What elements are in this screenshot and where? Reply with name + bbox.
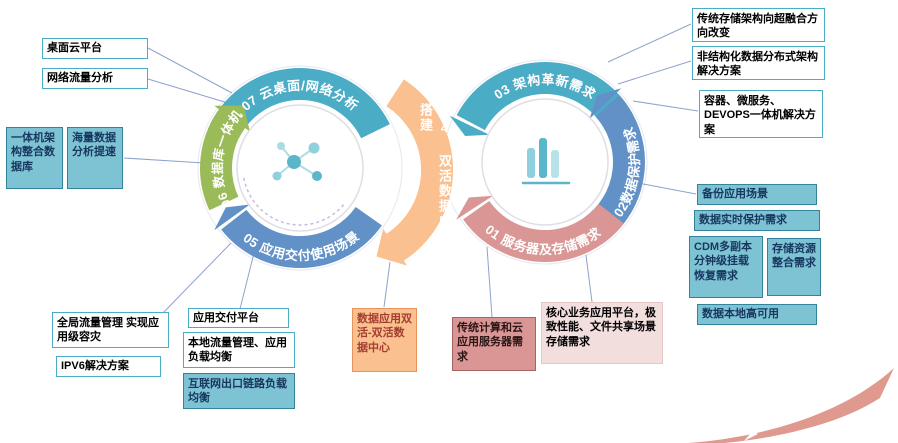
callout-storage-hci: 传统存储架构向超融合方向改变: [692, 8, 825, 42]
connector-line: [147, 78, 229, 104]
callout-desktop-cloud: 桌面云平台: [42, 38, 148, 59]
segment-04-arrow-icon: [376, 228, 408, 266]
segment-04-label: 04 双活数据中心搭建: [418, 103, 452, 244]
callout-storage-consolidation: 存储资源整合需求: [767, 238, 821, 296]
connector-line: [632, 100, 699, 112]
molecule-icon: [272, 142, 322, 181]
left-hub-circle: [236, 104, 364, 232]
connector-line: [239, 252, 255, 310]
left-ring: [200, 68, 453, 268]
connector-line: [617, 60, 692, 85]
callout-link-lb: 互联网出口链路负载均衡: [183, 373, 295, 409]
callout-realtime-protect: 数据实时保护需求: [694, 210, 820, 231]
callout-backup: 备份应用场景: [697, 184, 817, 205]
callout-ipv6: IPV6解决方案: [56, 356, 161, 377]
left-ring-guide-circle: [197, 65, 403, 271]
segment-01-arc: [463, 200, 624, 262]
callout-gtm: 全局流量管理 实现应用级容灾: [52, 312, 169, 348]
connector-line: [585, 254, 593, 303]
callout-core-business: 核心业务应用平台，极致性能、文件共享场景存储需求: [541, 302, 663, 364]
callout-cdm: CDM多副本分钟级挂载恢复需求: [689, 236, 763, 298]
segment-05-arc: [221, 206, 382, 268]
swoosh-chevron-icon: [744, 427, 758, 441]
segment-02-arrow-icon: [589, 88, 622, 119]
segment-05-arrow-icon: [214, 204, 250, 231]
callout-massive-data: 海量数据分析提速: [67, 127, 123, 189]
segment-01-arrow-icon: [456, 195, 493, 220]
segment-03-arrow-icon: [449, 115, 490, 136]
bar-chart-icon: [521, 138, 571, 185]
connector-line: [383, 261, 391, 308]
callout-server-demand: 传统计算和云应用服务器需求: [452, 317, 536, 371]
connector-line: [147, 47, 233, 94]
connector-line: [486, 246, 493, 318]
callout-local-ha: 数据本地高可用: [697, 304, 817, 325]
callout-ltm: 本地流量管理、应用负载均衡: [183, 332, 295, 368]
connector-line: [123, 157, 205, 164]
callout-active-active: 数据应用双活-双活数据中心: [352, 308, 417, 372]
callout-container-devops: 容器、微服务、DEVOPS一体机解决方案: [699, 90, 823, 138]
callout-adc: 应用交付平台: [188, 308, 289, 328]
connector-line: [607, 23, 692, 63]
right-ring: [449, 61, 645, 262]
segment-04-arc: [385, 79, 453, 261]
swoosh-decoration: [688, 368, 894, 443]
segment-06-arrow-icon: [214, 105, 250, 132]
connector-line: [637, 182, 697, 195]
segment-06-arc: [200, 106, 247, 211]
callout-appliance-arch: 一体机架构整合数据库: [6, 127, 63, 189]
swoosh-arrow: [688, 368, 894, 443]
callout-unstructured: 非结构化数据分布式架构解决方案: [692, 46, 825, 80]
connector-lines: [123, 23, 699, 318]
callout-network-traffic: 网络流量分析: [42, 68, 148, 89]
connector-line: [161, 242, 232, 315]
